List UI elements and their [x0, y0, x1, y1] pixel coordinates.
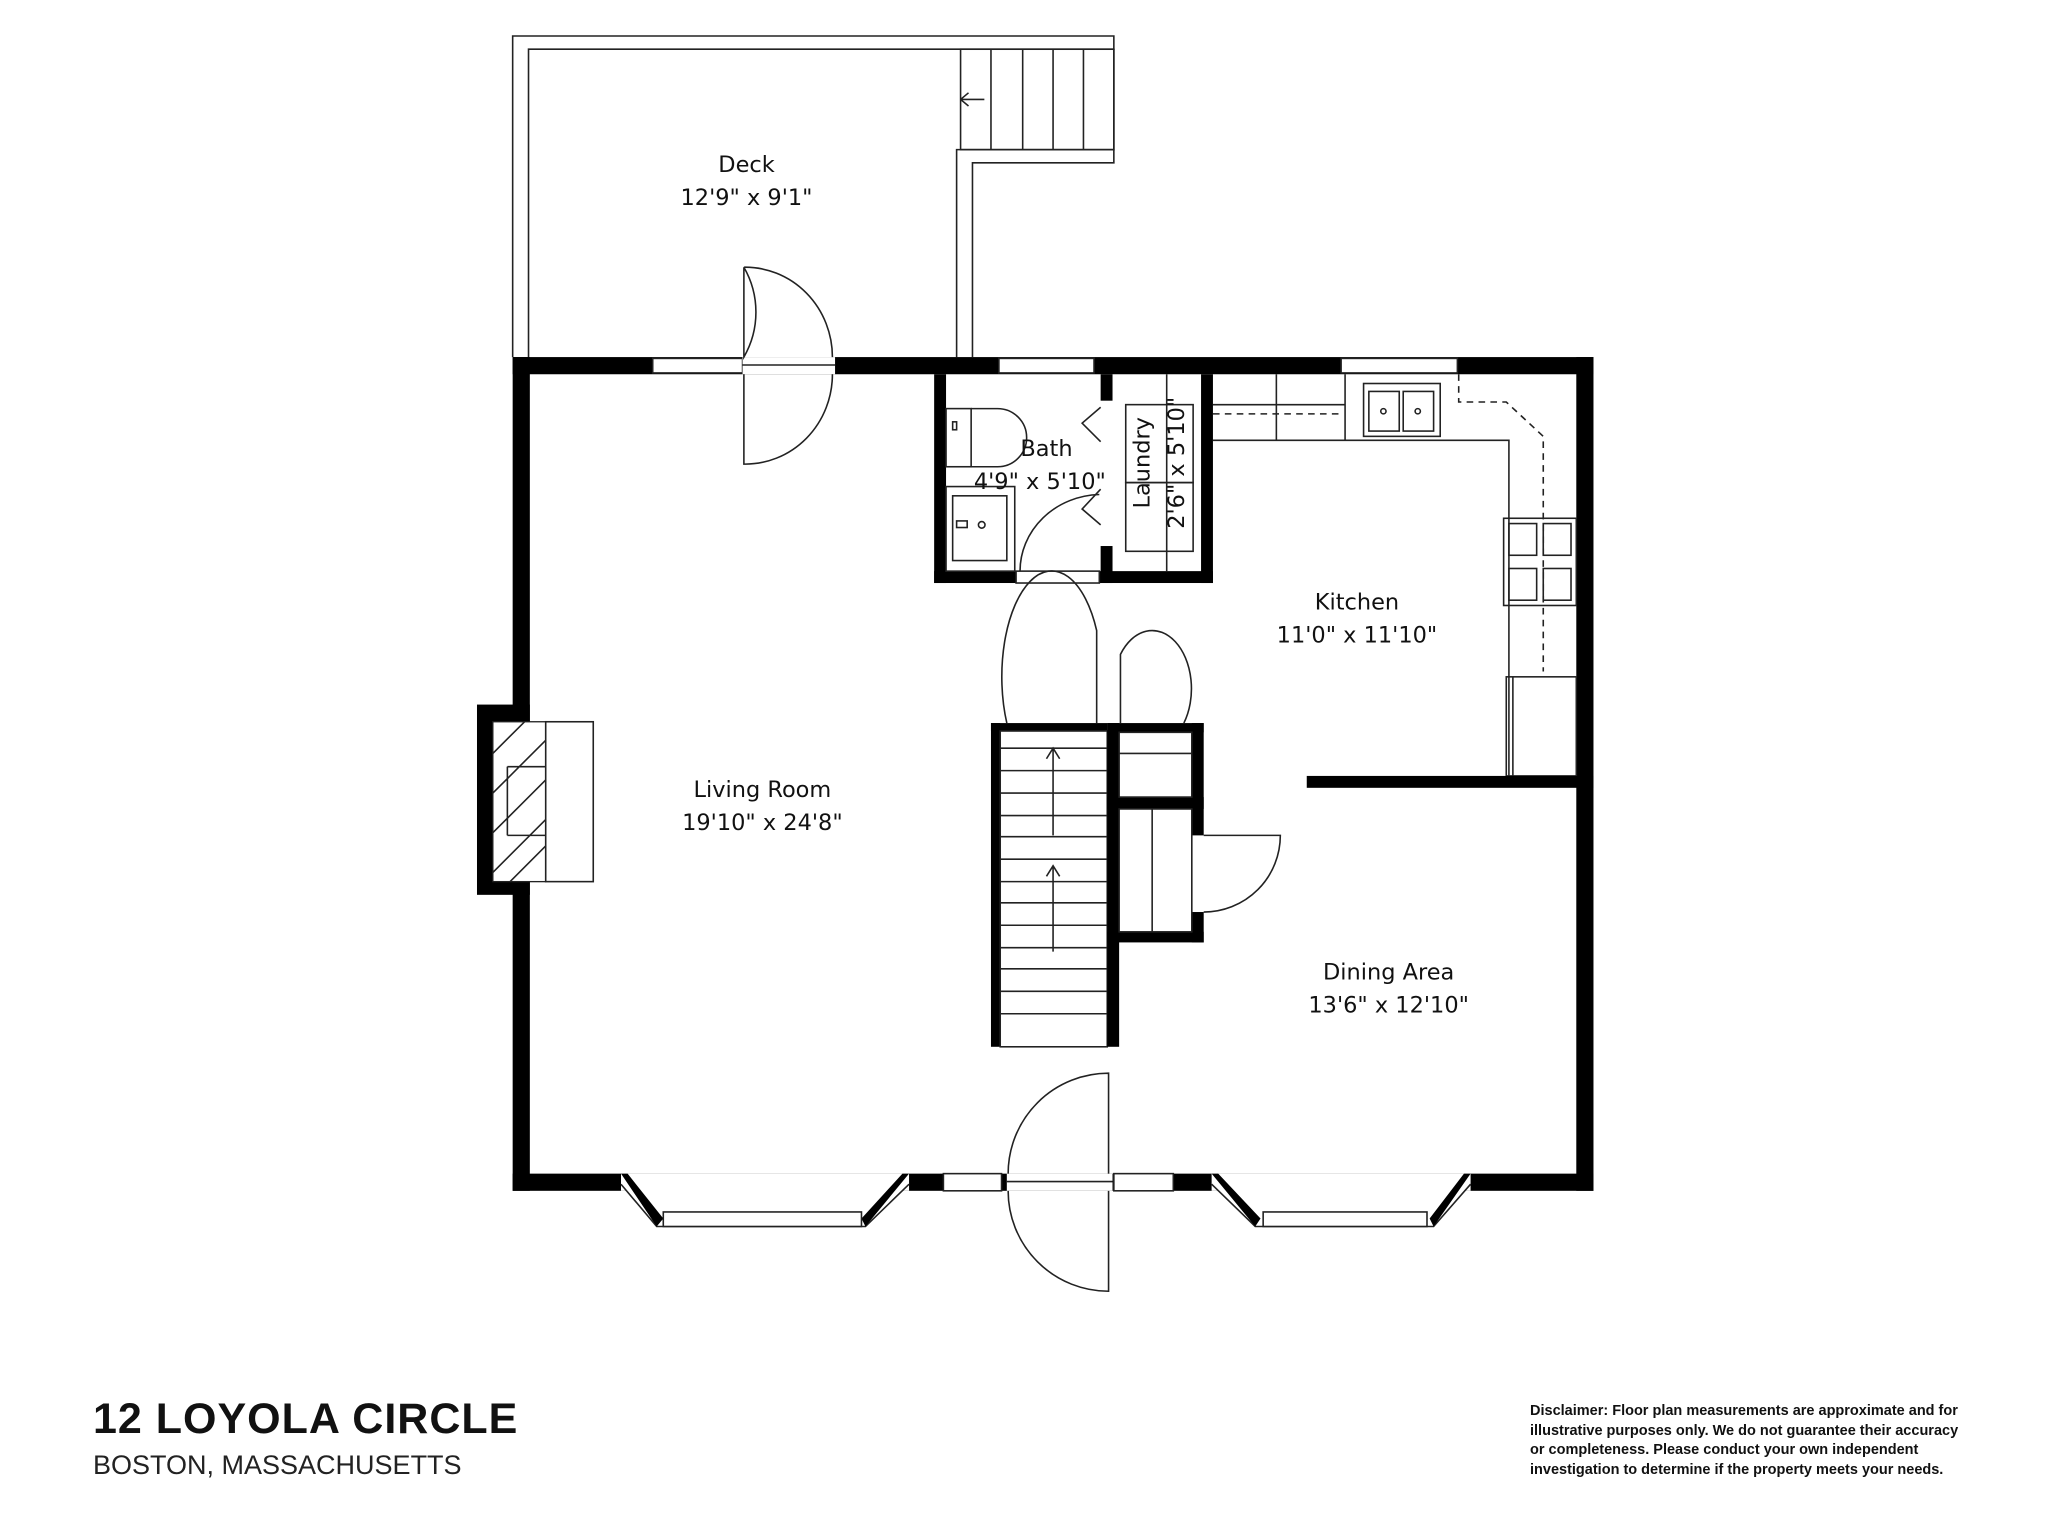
- svg-text:Kitchen: Kitchen: [1315, 589, 1399, 615]
- room-label-bath: Bath 4'9" x 5'10": [974, 436, 1106, 495]
- bath-door: [1019, 493, 1100, 572]
- property-city: BOSTON, MASSACHUSETTS: [93, 1450, 462, 1480]
- disclaimer: Disclaimer: Floor plan measurements are …: [1530, 1403, 1959, 1478]
- staircase: [990, 723, 1120, 1048]
- svg-text:19'10" x 24'8": 19'10" x 24'8": [682, 810, 843, 836]
- washer-dryer: [1124, 374, 1194, 572]
- room-label-deck: Deck 12'9" x 9'1": [681, 152, 813, 211]
- fireplace: [476, 704, 595, 895]
- svg-text:Dining Area: Dining Area: [1323, 959, 1454, 985]
- deck-stairs: [959, 48, 1115, 151]
- deck: [511, 35, 1115, 358]
- room-label-dining-area: Dining Area 13'6" x 12'10": [1308, 959, 1469, 1018]
- bay-window-left: [620, 1173, 910, 1228]
- property-address: 12 LOYOLA CIRCLE: [93, 1395, 519, 1443]
- kitchen-sink: [1362, 382, 1441, 438]
- stove: [1502, 517, 1578, 607]
- bay-window-right: [1211, 1173, 1472, 1228]
- svg-text:12'9" x 9'1": 12'9" x 9'1": [681, 185, 813, 211]
- room-label-living-room: Living Room 19'10" x 24'8": [682, 777, 843, 836]
- svg-text:Bath: Bath: [1020, 436, 1072, 462]
- svg-text:4'9" x 5'10": 4'9" x 5'10": [974, 469, 1106, 495]
- window: [1113, 1172, 1175, 1192]
- svg-text:Living Room: Living Room: [693, 777, 831, 803]
- svg-text:2'6" x 5'10": 2'6" x 5'10": [1164, 397, 1190, 529]
- room-label-kitchen: Kitchen 11'0" x 11'10": [1277, 589, 1438, 648]
- room-label-laundry: Laundry 2'6" x 5'10": [1130, 397, 1190, 529]
- window: [942, 1172, 1003, 1192]
- window: [998, 357, 1095, 374]
- window: [1340, 357, 1459, 374]
- svg-text:11'0" x 11'10": 11'0" x 11'10": [1277, 622, 1438, 648]
- sink: [945, 485, 1016, 572]
- kitchen-dining-partition: [1306, 775, 1594, 788]
- window: [651, 357, 744, 374]
- svg-text:Deck: Deck: [718, 152, 774, 178]
- kitchen-counters: [1212, 374, 1578, 777]
- closets: [1001, 570, 1282, 943]
- toilet: [945, 407, 1028, 468]
- laundry-bifold-door: [1080, 406, 1102, 526]
- svg-text:13'6" x 12'10": 13'6" x 12'10": [1308, 992, 1469, 1018]
- deck-door: [742, 266, 836, 465]
- front-door: [1006, 1072, 1113, 1293]
- svg-text:Laundry: Laundry: [1130, 417, 1156, 509]
